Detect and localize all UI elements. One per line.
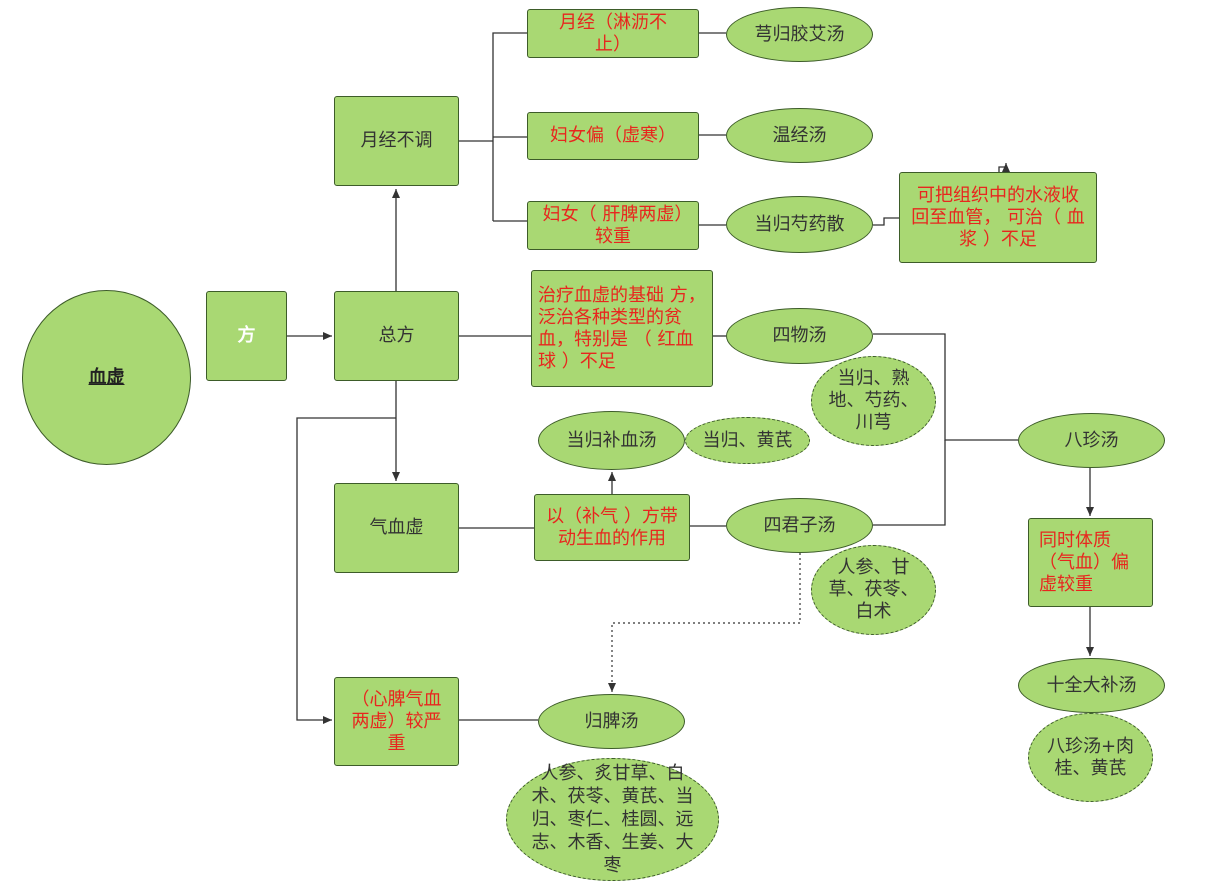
node-danggui-buxue-ingredients[interactable]: 当归、黄芪 <box>685 417 810 464</box>
node-zhiliao-note[interactable]: 治疗血虚的基础 方，泛治各种类型的贫血，特别是 （ 红血球 ）不足 <box>531 270 713 387</box>
node-sijunzi-ingredients[interactable]: 人参、甘草、茯苓、白术 <box>811 545 936 635</box>
zhiliao-note-label: 治疗血虚的基础 方，泛治各种类型的贫血，特别是 （ 红血球 ）不足 <box>538 284 706 372</box>
dangguishaoyao-label: 当归芍药散 <box>754 213 845 235</box>
node-tongshi-note[interactable]: 同时体质（气血）偏虚较重 <box>1028 518 1153 607</box>
wenjing-label: 温经汤 <box>772 124 827 146</box>
edge-note-arrow <box>998 163 1010 172</box>
node-shiquan[interactable]: 十全大补汤 <box>1018 658 1165 713</box>
edge-sijunzi-bazhen <box>873 440 946 526</box>
sijunzi-label: 四君子汤 <box>763 514 836 536</box>
edge-zongfang-xinpi <box>296 417 396 724</box>
danggui-buxue-ingredients-label: 当归、黄芪 <box>702 429 793 451</box>
xiongguijiaoai-label: 芎归胶艾汤 <box>754 23 845 45</box>
xinpi-label: （心脾气血两虚）较严重 <box>351 688 442 754</box>
siwu-label: 四物汤 <box>772 325 827 346</box>
edge-danggui-note <box>873 217 899 226</box>
yuejing-butiao-label: 月经不调 <box>360 130 433 151</box>
shuiye-note-label: 可把组织中的水液收回至血管， 可治（ 血浆 ）不足 <box>911 184 1085 250</box>
node-guipi[interactable]: 归脾汤 <box>538 694 685 749</box>
root-node-xuexu[interactable]: 血虚 <box>22 290 191 465</box>
node-funv-xuhan[interactable]: 妇女偏（虚寒） <box>527 112 699 160</box>
edge-branch-linli <box>492 32 527 221</box>
tongshi-note-label: 同时体质（气血）偏虚较重 <box>1039 529 1129 595</box>
node-wenjing[interactable]: 温经汤 <box>726 108 873 163</box>
node-buqi-note[interactable]: 以（补气 ）方带动生血的作用 <box>534 494 690 561</box>
zongfang-label: 总方 <box>378 325 415 346</box>
bazhen-label: 八珍汤 <box>1064 429 1119 451</box>
qixuexu-label: 气血虚 <box>369 517 424 538</box>
node-sijunzi[interactable]: 四君子汤 <box>726 498 873 553</box>
node-qixuexu[interactable]: 气血虚 <box>334 483 459 573</box>
siwu-ingredients-label: 当归、熟地、芍药、川芎 <box>828 368 919 433</box>
node-bazhen[interactable]: 八珍汤 <box>1018 413 1165 468</box>
edge-siwu-bazhen <box>873 333 1018 441</box>
root-label: 血虚 <box>88 366 125 388</box>
node-shiquan-ingredients[interactable]: 八珍汤+肉桂、黄芪 <box>1028 713 1153 802</box>
node-shuiye-note[interactable]: 可把组织中的水液收回至血管， 可治（ 血浆 ）不足 <box>899 172 1097 263</box>
node-funv-ganpi[interactable]: 妇女（ 肝脾两虚）较重 <box>527 201 699 250</box>
fang-label: 方 <box>237 325 256 346</box>
node-yuejing-linli[interactable]: 月经（淋沥不止） <box>527 9 699 58</box>
guipi-label: 归脾汤 <box>584 710 639 732</box>
node-danggui-buxue[interactable]: 当归补血汤 <box>538 411 685 470</box>
funv-ganpi-label: 妇女（ 肝脾两虚）较重 <box>542 203 684 247</box>
sijunzi-ingredients-label: 人参、甘草、茯苓、白术 <box>828 557 919 622</box>
node-guipi-ingredients[interactable]: 人参、炙甘草、白术、茯苓、黄芪、当归、枣仁、桂圆、远志、木香、生姜、大枣 <box>506 758 719 881</box>
node-zongfang[interactable]: 总方 <box>334 291 459 381</box>
buqi-note-label: 以（补气 ）方带动生血的作用 <box>546 505 678 549</box>
edge-sijunzi-guipi-dotted <box>608 553 801 692</box>
node-siwu-ingredients[interactable]: 当归、熟地、芍药、川芎 <box>811 356 936 446</box>
node-fang[interactable]: 方 <box>206 291 287 381</box>
shiquan-label: 十全大补汤 <box>1046 674 1137 696</box>
shiquan-ingredients-label: 八珍汤+肉桂、黄芪 <box>1046 735 1135 779</box>
danggui-buxue-label: 当归补血汤 <box>566 429 657 451</box>
yuejing-linli-label: 月经（淋沥不止） <box>559 11 667 55</box>
node-dangguishaoyao[interactable]: 当归芍药散 <box>726 196 873 253</box>
guipi-ingredients-label: 人参、炙甘草、白术、茯苓、黄芪、当归、枣仁、桂圆、远志、木香、生姜、大枣 <box>531 763 694 876</box>
funv-xuhan-label: 妇女偏（虚寒） <box>550 125 676 146</box>
node-xiongguijiaoai[interactable]: 芎归胶艾汤 <box>726 7 873 62</box>
node-xinpi-liangxu[interactable]: （心脾气血两虚）较严重 <box>334 677 459 766</box>
node-yuejing-butiao[interactable]: 月经不调 <box>334 96 459 186</box>
node-siwu[interactable]: 四物汤 <box>726 308 873 364</box>
